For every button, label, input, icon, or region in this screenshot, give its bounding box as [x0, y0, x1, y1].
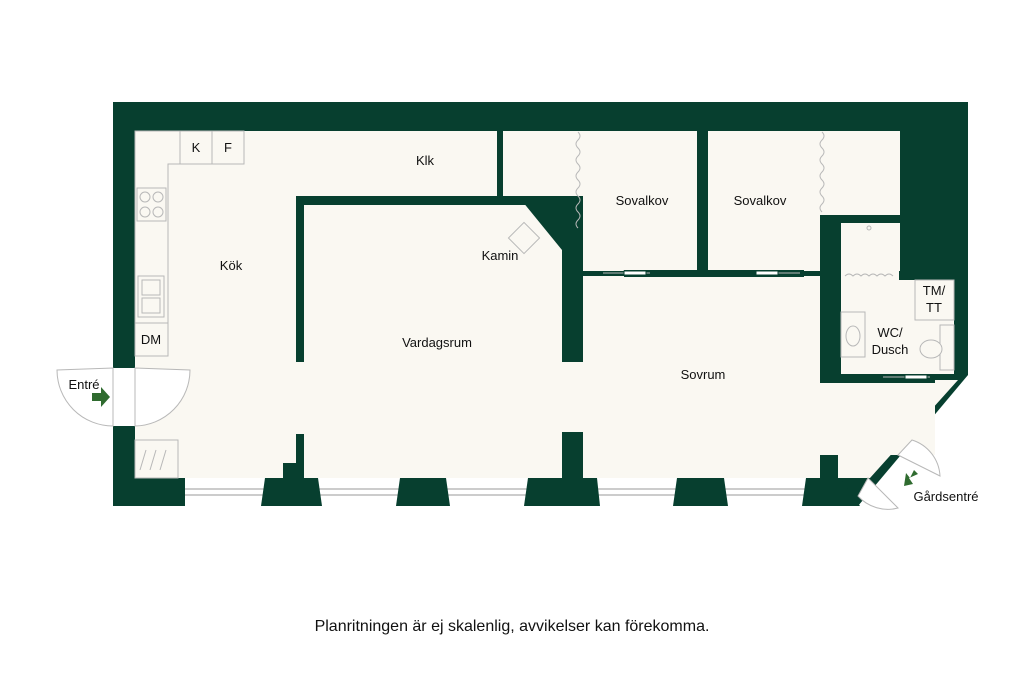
fixture-label-dm: DM [141, 332, 161, 347]
room-label-kok: Kök [220, 258, 243, 273]
interior-walls [283, 131, 900, 478]
fixture-label-frys: F [224, 140, 232, 155]
kamin-fixture [507, 221, 541, 255]
room-label-tm-2: TT [926, 300, 942, 315]
room-label-sovalkov-1: Sovalkov [616, 193, 669, 208]
room-label-wc-1: WC/ [877, 325, 903, 340]
room-label-vardagsrum: Vardagsrum [402, 335, 472, 350]
room-label-kamin: Kamin [482, 248, 519, 263]
kitchen-fixtures [134, 130, 245, 479]
yard-entry-label: Gårdsentré [913, 489, 978, 504]
yard-entry-arrow-icon [904, 470, 918, 486]
yard-entry-door[interactable] [857, 439, 941, 510]
room-label-klk: Klk [416, 153, 435, 168]
floor-areas [135, 131, 958, 478]
windows [185, 478, 860, 506]
fixture-label-kyl: K [192, 140, 201, 155]
room-label-sovalkov-2: Sovalkov [734, 193, 787, 208]
sliding-panels [623, 270, 928, 380]
bathroom-fixtures [840, 225, 955, 371]
room-label-tm-1: TM/ [923, 283, 946, 298]
entry-label: Entré [68, 377, 99, 392]
room-label-sovrum: Sovrum [681, 367, 726, 382]
disclaimer-text: Planritningen är ej skalenlig, avvikelse… [314, 618, 710, 635]
main-entry-door[interactable] [56, 367, 191, 427]
room-label-wc-2: Dusch [872, 342, 909, 357]
entry-arrow-icon [92, 387, 110, 407]
